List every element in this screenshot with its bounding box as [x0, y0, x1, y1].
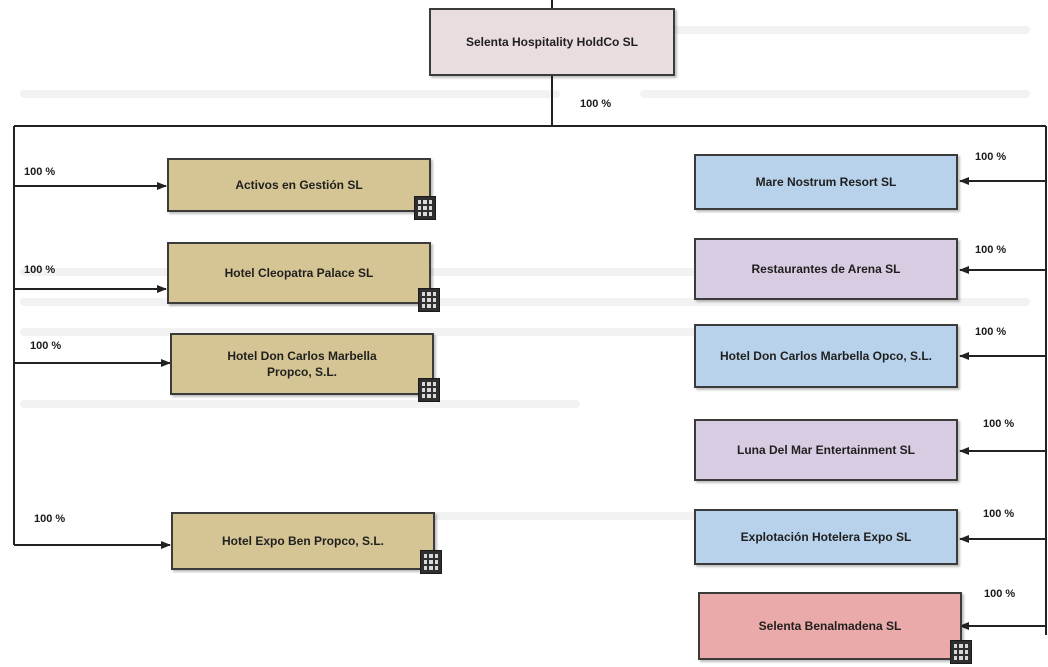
subsidiary-box-hotel-cleopatra-palace: Hotel Cleopatra Palace SL: [167, 242, 431, 304]
subsidiary-label: Hotel Expo Ben Propco, S.L.: [221, 533, 385, 548]
subsidiary-box-hotel-expo-ben-propco: Hotel Expo Ben Propco, S.L.: [171, 512, 435, 570]
ownership-percent: 100 %: [30, 340, 62, 352]
subsidiary-box-luna-del-mar-entertainment: Luna Del Mar Entertainment SL: [694, 419, 958, 481]
building-icon: [418, 378, 440, 402]
subsidiary-label: Activos en Gestión SL: [235, 177, 363, 192]
ownership-percent: 100 %: [975, 244, 1007, 256]
subsidiary-box-hotel-don-carlos-opco: Hotel Don Carlos Marbella Opco, S.L.: [694, 324, 958, 388]
root-entity-label: Selenta Hospitality HoldCo SL: [465, 34, 639, 49]
subsidiary-box-mare-nostrum-resort: Mare Nostrum Resort SL: [694, 154, 958, 210]
subsidiary-label: Hotel Don Carlos Marbella Opco, S.L.: [719, 348, 933, 363]
building-icon: [420, 550, 442, 574]
subsidiary-label: Hotel Cleopatra Palace SL: [224, 265, 374, 280]
subsidiary-label: Restaurantes de Arena SL: [751, 261, 901, 276]
ownership-percent: 100 %: [24, 166, 56, 178]
background-smudge: [20, 328, 720, 336]
building-icon: [418, 288, 440, 312]
ownership-percent: 100 %: [24, 264, 56, 276]
subsidiary-label: Explotación Hotelera Expo SL: [740, 529, 912, 544]
ownership-percent: 100 %: [975, 326, 1007, 338]
building-icon: [414, 196, 436, 220]
building-icon: [950, 640, 972, 664]
background-smudge: [650, 26, 1030, 34]
subsidiary-box-selenta-benalmadena: Selenta Benalmadena SL: [698, 592, 962, 660]
ownership-percent: 100 %: [983, 508, 1015, 520]
ownership-percent: 100 %: [975, 151, 1007, 163]
root-entity-box: Selenta Hospitality HoldCo SL: [429, 8, 675, 76]
root-ownership-percent: 100 %: [580, 98, 612, 110]
background-smudge: [20, 90, 560, 98]
ownership-percent: 100 %: [984, 588, 1016, 600]
background-smudge: [20, 400, 580, 408]
subsidiary-label: Hotel Don Carlos Marbella Propco, S.L.: [227, 348, 377, 379]
subsidiary-label: Mare Nostrum Resort SL: [755, 174, 897, 189]
subsidiary-box-activos-en-gestion: Activos en Gestión SL: [167, 158, 431, 212]
subsidiary-box-explotacion-hotelera-expo: Explotación Hotelera Expo SL: [694, 509, 958, 565]
background-smudge: [20, 298, 1030, 306]
subsidiary-label: Selenta Benalmadena SL: [758, 618, 902, 633]
subsidiary-label: Luna Del Mar Entertainment SL: [736, 442, 916, 457]
ownership-percent: 100 %: [34, 513, 66, 525]
background-smudge: [640, 90, 1030, 98]
background-smudge: [250, 512, 710, 520]
ownership-percent: 100 %: [983, 418, 1015, 430]
subsidiary-box-hotel-don-carlos-propco: Hotel Don Carlos Marbella Propco, S.L.: [170, 333, 434, 395]
subsidiary-box-restaurantes-de-arena: Restaurantes de Arena SL: [694, 238, 958, 300]
